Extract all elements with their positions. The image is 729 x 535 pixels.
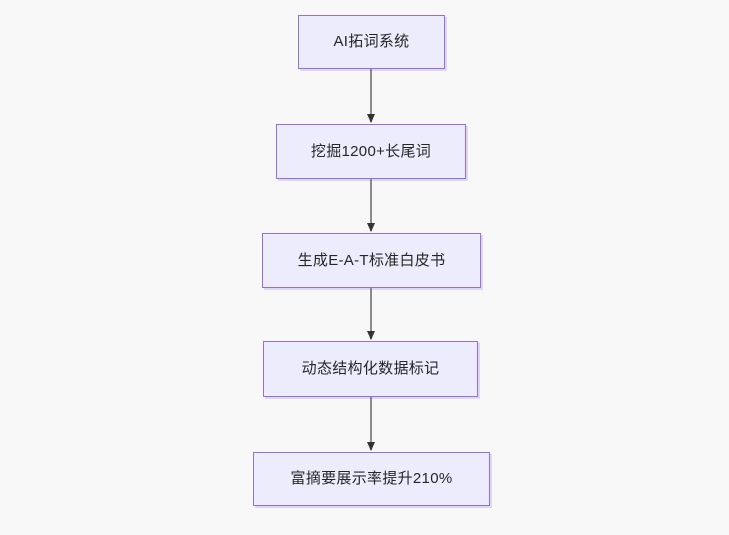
- flow-node-ai-keyword-system[interactable]: AI拓词系统: [298, 15, 445, 69]
- flow-node-generate-eat-whitepaper[interactable]: 生成E-A-T标准白皮书: [262, 233, 481, 288]
- flow-node-rich-snippet-impression-lift[interactable]: 富摘要展示率提升210%: [253, 452, 490, 506]
- flow-node-mine-longtail-keywords[interactable]: 挖掘1200+长尾词: [276, 124, 466, 179]
- flow-node-label: 挖掘1200+长尾词: [310, 142, 432, 160]
- flow-node-label: 动态结构化数据标记: [301, 360, 440, 377]
- flow-node-label: 富摘要展示率提升210%: [290, 470, 453, 487]
- flow-node-label: 生成E-A-T标准白皮书: [297, 251, 446, 269]
- flow-node-label: AI拓词系统: [333, 33, 410, 50]
- flow-node-dynamic-structured-data-markup[interactable]: 动态结构化数据标记: [263, 341, 478, 397]
